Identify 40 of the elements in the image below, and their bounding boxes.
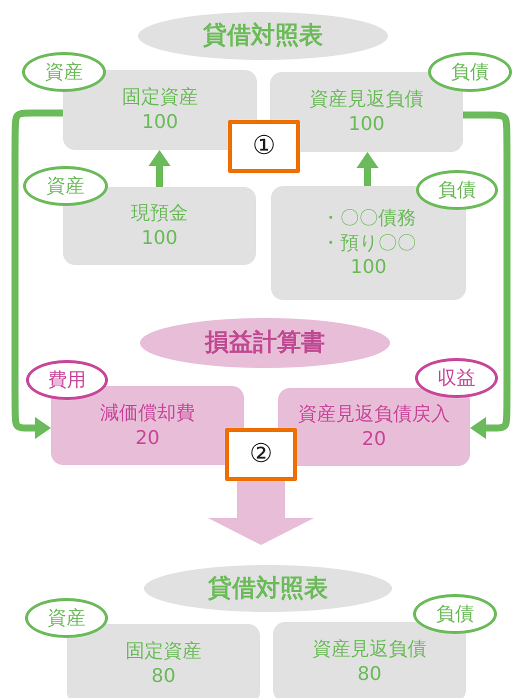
- statement-title: 貸借対照表: [208, 572, 328, 604]
- block-arrow: [208, 481, 314, 545]
- account-text: 100: [348, 112, 385, 137]
- account-text: ・〇〇債務: [321, 206, 416, 231]
- account-text: 100: [141, 226, 178, 251]
- flow-arrow: [148, 150, 170, 187]
- category-label: 負債: [451, 60, 489, 84]
- step-marker-box: [225, 428, 297, 481]
- statement-title: 貸借対照表: [203, 20, 323, 52]
- step-marker-box: [228, 120, 300, 173]
- account-text: 現預金: [131, 201, 188, 226]
- account-text: 固定資産: [122, 85, 198, 110]
- category-label: 資産: [45, 60, 83, 84]
- flow-arrow: [463, 112, 510, 439]
- account-text: ・預り〇〇: [321, 230, 416, 256]
- step-number: ①: [252, 130, 276, 163]
- account-text: 減価償却費: [100, 400, 195, 426]
- category-label: 負債: [438, 178, 476, 202]
- category-label: 資産: [46, 174, 84, 198]
- category-label: 資産: [48, 606, 86, 630]
- account-text: 20: [135, 426, 160, 450]
- flow-arrow: [12, 110, 63, 439]
- account-text: 80: [357, 662, 382, 687]
- account-text: 固定資産: [126, 639, 202, 664]
- category-label: 負債: [436, 602, 474, 626]
- account-text: 80: [151, 664, 176, 689]
- step-number: ②: [249, 438, 273, 471]
- account-text: 100: [142, 110, 178, 135]
- account-box: [67, 624, 260, 698]
- account-box: [278, 388, 470, 466]
- category-label: 収益: [438, 366, 476, 390]
- flow-arrow: [356, 152, 378, 186]
- statement-title: 損益計算書: [205, 327, 325, 358]
- account-text: 資産見返負債: [310, 87, 424, 112]
- category-label: 費用: [48, 368, 86, 392]
- account-text: 資産見返負債戻入: [298, 402, 450, 427]
- account-text: 資産見返負債: [312, 637, 426, 662]
- account-text: 20: [362, 427, 386, 452]
- account-text: 100: [350, 255, 387, 280]
- account-box: [273, 622, 466, 698]
